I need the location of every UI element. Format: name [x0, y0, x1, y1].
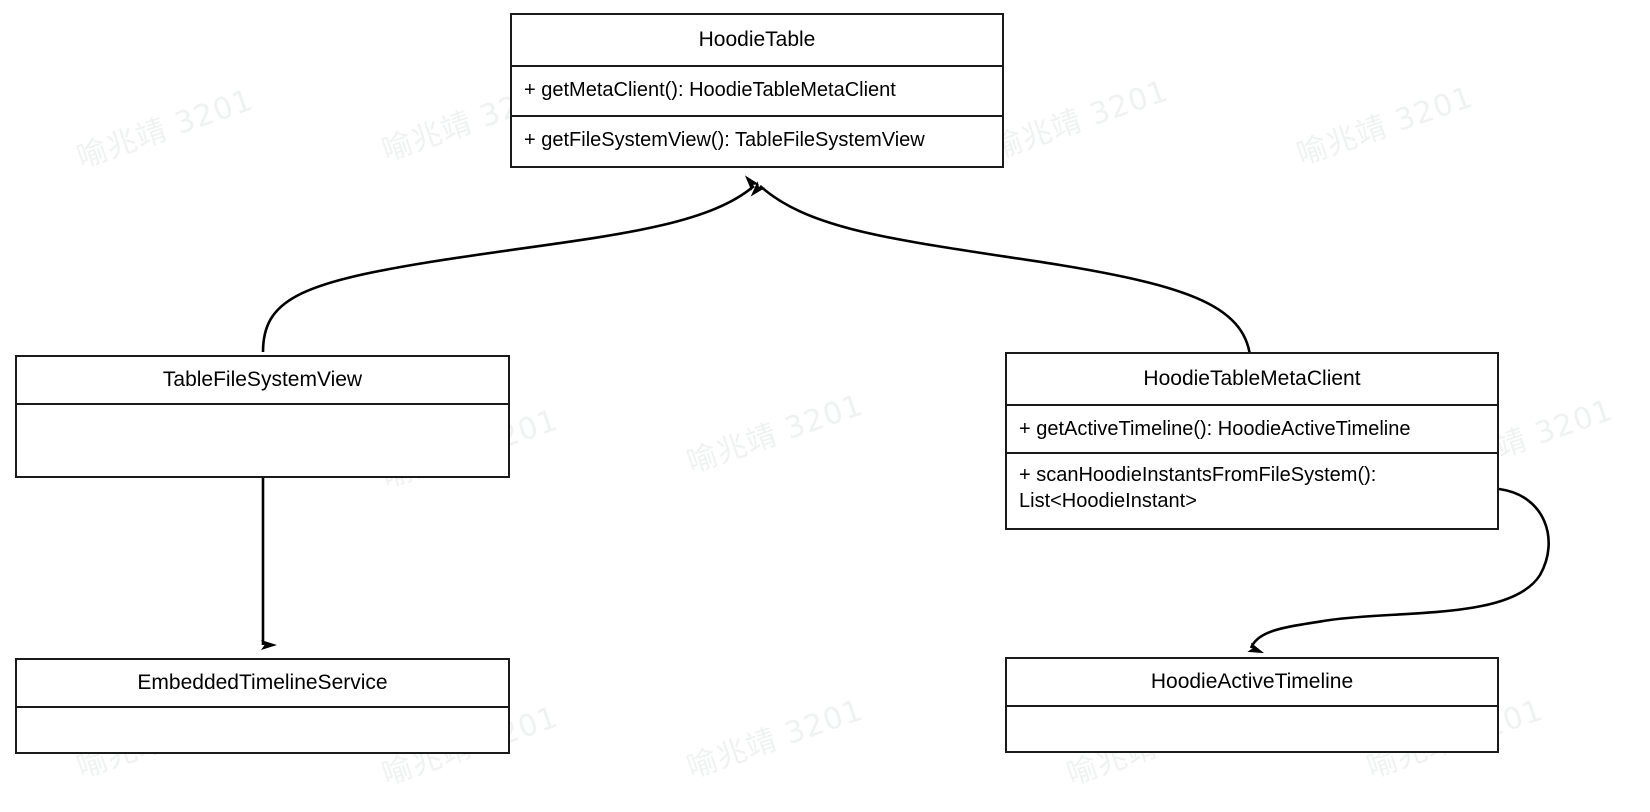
watermark-text: 喻兆靖 3201: [682, 692, 868, 786]
class-members-hoodie-active-timeline: [1007, 707, 1497, 751]
edge-hoodietablemetaclient-to-hoodietable: [750, 181, 1253, 369]
class-members-table-file-system-view: [17, 405, 508, 476]
class-title-hoodie-table: HoodieTable: [512, 15, 1002, 67]
class-member: + scanHoodieInstantsFromFileSystem(): Li…: [1019, 464, 1377, 512]
class-title-embedded-timeline-service: EmbeddedTimelineService: [17, 660, 508, 708]
class-box-embedded-timeline-service[interactable]: EmbeddedTimelineService: [15, 658, 510, 754]
class-members-hoodie-table-meta-client: + getActiveTimeline(): HoodieActiveTimel…: [1007, 406, 1497, 528]
class-member: + getActiveTimeline(): HoodieActiveTimel…: [1007, 406, 1497, 454]
edge-tablefilesystemview-to-hoodietable: [261, 175, 760, 353]
watermark-text: 喻兆靖 3201: [72, 82, 258, 176]
watermark-text: 喻兆靖 3201: [1292, 79, 1478, 173]
class-box-hoodie-table-meta-client[interactable]: HoodieTableMetaClient + getActiveTimelin…: [1005, 352, 1499, 530]
class-title-hoodie-table-meta-client: HoodieTableMetaClient: [1007, 354, 1497, 406]
class-box-hoodie-table[interactable]: HoodieTable + getMetaClient(): HoodieTab…: [510, 13, 1004, 168]
class-title-hoodie-active-timeline: HoodieActiveTimeline: [1007, 659, 1497, 707]
class-members-embedded-timeline-service: [17, 708, 508, 752]
class-title-table-file-system-view: TableFileSystemView: [17, 357, 508, 405]
watermark-text: 喻兆靖 3201: [987, 73, 1173, 167]
class-members-hoodie-table: + getMetaClient(): HoodieTableMetaClient…: [512, 67, 1002, 166]
watermark-text: 喻兆靖 3201: [682, 387, 868, 481]
class-box-hoodie-active-timeline[interactable]: HoodieActiveTimeline: [1005, 657, 1499, 753]
class-member: + getFileSystemView(): TableFileSystemVi…: [524, 129, 925, 151]
class-box-table-file-system-view[interactable]: TableFileSystemView: [15, 355, 510, 478]
class-member: + getMetaClient(): HoodieTableMetaClient: [512, 67, 1002, 117]
